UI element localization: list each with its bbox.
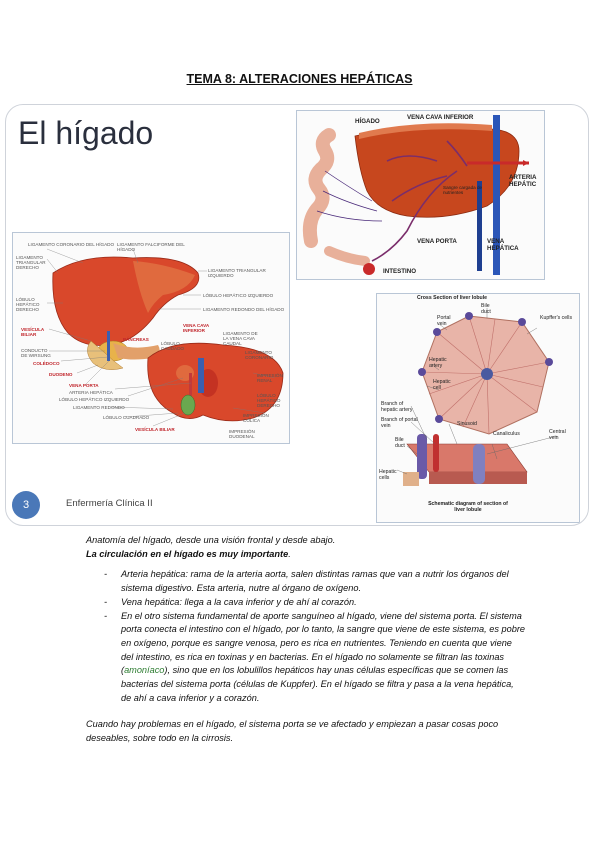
lobule-label-sinusoid: Sinusoid [457, 421, 477, 427]
lobule-label-bile-duct: Bile duct [481, 303, 491, 315]
circ-label-intestino: INTESTINO [383, 268, 417, 275]
label-impresion-colica: IMPRESIÓN CÓLICA [243, 413, 269, 423]
bullet-vena-hepatica: - Vena hepática: llega a la cava inferior… [86, 596, 526, 610]
liver-lobule-drawing [396, 308, 558, 486]
bullet-text: Vena hepática: llega a la cava inferior … [121, 596, 357, 607]
lobule-label-central-vein: Central vein [549, 429, 566, 441]
bullet-dash: - [104, 610, 108, 621]
circ-label-arteria-hepatica: ARTERIA HEPÁTIC [509, 174, 537, 188]
lobule-caption: Schematic diagram of section of liver lo… [428, 501, 508, 513]
lobule-label-branch-hepatic-artery: Branch of hepatic artery [381, 401, 413, 413]
label-lobulo-caudado: LÓBULO CAUDADO [161, 341, 184, 351]
label-lobulo-hepatico-derecho-2: LÓBULO HEPÁTICO DERECHO [257, 393, 281, 408]
circ-label-higado: HÍGADO [355, 118, 380, 125]
slide: El hígado [5, 104, 589, 526]
label-ligamento-coronario: LIGAMENTO CORONARIO DEL HÍGADO [28, 242, 115, 247]
slide-title: El hígado [18, 115, 154, 151]
label-ligamento-triangular-derecho: LIGAMENTO TRIANGULAR DERECHO [16, 255, 46, 270]
label-vesicula-biliar: VESÍCULA BILIAR [21, 327, 45, 337]
highlight-amoniaco: amoníaco [124, 665, 165, 676]
label-vesicula-biliar-2: VESÍCULA BILIAR [135, 427, 175, 432]
circ-label-sangre: Sangre cargada de nutrientes [443, 185, 483, 195]
lobule-label-kupffer: Kupffer's cells [540, 315, 573, 321]
slide-footer: Enfermería Clínica II [66, 498, 153, 509]
label-impresion-renal: IMPRESIÓN RENAL [257, 373, 283, 383]
label-ligamento-falciforme: LIGAMENTO FALCIFORME DEL HÍGADO [117, 242, 185, 252]
label-impresion-duodenal: IMPRESIÓN DUODENAL [229, 429, 255, 439]
lobule-label-branch-portal-vein: Branch of portal vein [381, 417, 418, 429]
bullet-dash: - [104, 569, 108, 580]
lobule-label-canaliculus: Canaliculus [493, 431, 520, 437]
circ-label-vena-porta: VENA PORTA [417, 238, 457, 245]
label-duodeno: DUODENO [49, 372, 73, 377]
bullet-list: - Arteria hepática: rama de la arteria ao… [86, 568, 526, 705]
label-lobulo-cuadrado: LÓBULO CUADRADO [103, 415, 150, 420]
slide-page-number: 3 [12, 491, 40, 519]
lobule-label-hepatic-cell: Hepatic cell [433, 379, 451, 391]
bullet-text-before: En el otro sistema fundamental de aporte… [121, 610, 525, 676]
emphasis-line: La circulación en el hígado es muy impor… [86, 548, 526, 562]
liver-anatomy-figure: LIGAMENTO CORONARIO DEL HÍGADO LIGAMENTO… [12, 232, 290, 444]
label-ligamento-vena-cava: LIGAMENTO DE LA VENA CAVA CAUDAL [223, 331, 258, 346]
lobule-label-hepatic-cells: Hepatic cells [379, 469, 397, 481]
bullet-sistema-porta: - En el otro sistema fundamental de aport… [86, 610, 526, 706]
lobule-label-portal-vein: Portal vein [437, 315, 451, 327]
liver-circulation-figure: HÍGADO VENA CAVA INFERIOR ARTERIA HEPÁTI… [296, 110, 545, 280]
label-ligamento-redondo-2: LIGAMENTO REDONDO [73, 405, 125, 410]
emphasis-period: . [288, 548, 291, 559]
closing-paragraph: Cuando hay problemas en el hígado, el si… [86, 719, 499, 744]
label-vena-porta: VENA PORTA [69, 383, 99, 388]
circ-label-vena-hepatica: VENA HEPÁTICA [487, 238, 519, 252]
bullet-text: Arteria hepática: rama de la arteria aor… [121, 569, 509, 594]
label-pancreas: PÁNCREAS [123, 337, 149, 342]
label-lobulo-izquierdo: LÓBULO HEPÁTICO IZQUIERDO [203, 293, 274, 298]
label-lobulo-derecho: LÓBULO HEPÁTICO DERECHO [16, 297, 40, 312]
label-vena-cava-inferior: VENA CAVA INFERIOR [183, 323, 210, 333]
label-ligamento-coronario-2: LIGAMENTO CORONARIO [245, 350, 274, 360]
label-arteria-hepatica: ARTERIA HEPÁTICA [69, 390, 113, 395]
label-lobulo-hepatico-izquierdo-2: LÓBULO HEPÁTICO IZQUIERDO [59, 397, 130, 402]
page-title: TEMA 8: ALTERACIONES HEPÁTICAS [186, 72, 413, 86]
label-coledoco: COLÉDOCO [33, 361, 60, 366]
lobule-label-hepatic-artery: Hepatic artery [429, 357, 447, 369]
bullet-dash: - [104, 596, 108, 607]
emphasis-bold: La circulación en el hígado es muy impor… [86, 548, 289, 559]
liver-circulation-drawing [302, 115, 529, 275]
label-conducto-wirsung: CONDUCTO DE WIRSUNG [21, 348, 51, 358]
label-ligamento-redondo: LIGAMENTO REDONDO DEL HÍGADO [203, 307, 285, 312]
body-text: Anatomía del hígado, desde una visión fr… [86, 534, 526, 746]
circ-label-vena-cava: VENA CAVA INFERIOR [407, 114, 474, 121]
lobule-label-bile-duct-2: Bile duct [395, 437, 405, 449]
bullet-arteria-hepatica: - Arteria hepática: rama de la arteria ao… [86, 568, 526, 595]
liver-anatomy-drawing [46, 248, 284, 427]
label-ligamento-triangular-izquierdo: LIGAMENTO TRIANGULAR IZQUIERDO [208, 268, 266, 278]
lobule-title: Cross Section of liver lobule [417, 295, 488, 301]
caption-line: Anatomía del hígado, desde una visión fr… [86, 535, 336, 545]
bullet-text-after: ), sino que en los lobulillos hepáticos … [121, 665, 514, 703]
liver-lobule-figure: Cross Section of liver lobule Bile duct … [376, 293, 580, 523]
